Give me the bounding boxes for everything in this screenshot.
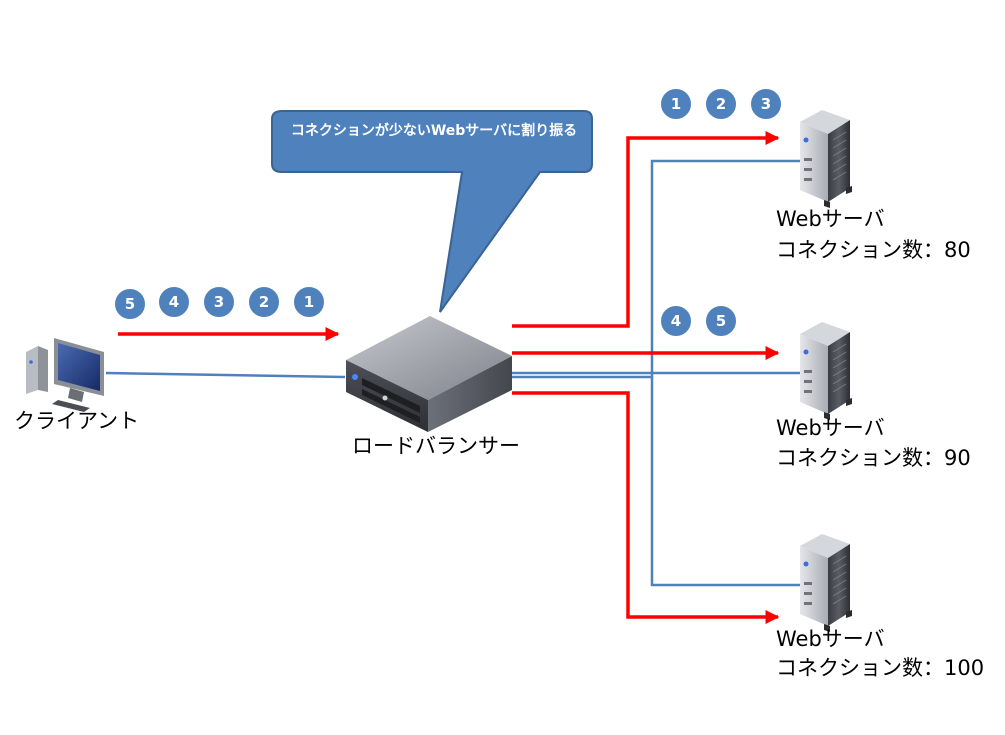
request-badge bbox=[659, 304, 693, 338]
request-badge-label: 2 bbox=[259, 293, 269, 311]
web-server-3-icon bbox=[799, 533, 853, 633]
request-badge bbox=[292, 285, 326, 319]
request-badge-label: 1 bbox=[304, 293, 314, 311]
client-pc-icon bbox=[26, 338, 104, 412]
request-badge-label: 2 bbox=[716, 95, 726, 113]
web-server-2-name: Webサーバ bbox=[776, 416, 885, 440]
network-links bbox=[105, 159, 800, 587]
load-balancer-icon bbox=[346, 316, 512, 432]
request-badge-label: 1 bbox=[671, 95, 681, 113]
request-badge-label: 4 bbox=[169, 293, 179, 311]
request-badge-label: 4 bbox=[671, 312, 681, 330]
request-arrow-server-1 bbox=[512, 131, 780, 328]
request-badge bbox=[704, 87, 738, 121]
request-badge bbox=[157, 285, 191, 319]
request-arrow-server-3 bbox=[512, 391, 780, 624]
web-server-1-name: Webサーバ bbox=[776, 207, 885, 231]
web-server-3-name: Webサーバ bbox=[776, 627, 885, 651]
server-1-request-badges: 1 2 3 bbox=[659, 87, 783, 121]
web-server-1-icon bbox=[799, 109, 853, 209]
request-badge bbox=[704, 304, 738, 338]
request-badge-label: 5 bbox=[125, 295, 135, 313]
callout-text: コネクションが少ないWebサーバに割り振る bbox=[290, 123, 578, 139]
client-to-lb-link bbox=[105, 371, 346, 379]
web-server-2-connections: コネクション数：90 bbox=[776, 446, 971, 470]
web-server-1-connections: コネクション数：80 bbox=[776, 238, 971, 262]
request-badge bbox=[247, 285, 281, 319]
request-badge-label: 5 bbox=[716, 312, 726, 330]
request-badge bbox=[113, 287, 147, 321]
load-balancer-label: ロードバランサー bbox=[352, 434, 520, 458]
server-2-request-badges: 4 5 bbox=[659, 304, 738, 338]
lb-to-server-3-link bbox=[650, 377, 800, 587]
request-arrows bbox=[118, 131, 780, 624]
client-request-badges: 5 4 3 2 1 bbox=[113, 285, 326, 321]
request-badge bbox=[749, 87, 783, 121]
request-badge-label: 3 bbox=[214, 293, 224, 311]
request-badge bbox=[202, 285, 236, 319]
web-server-3-connections: コネクション数：100 bbox=[776, 656, 985, 680]
request-badge-label: 3 bbox=[761, 95, 771, 113]
web-server-2-icon bbox=[799, 321, 853, 421]
lb-to-server-1-link bbox=[512, 159, 800, 379]
callout-bubble bbox=[271, 110, 593, 313]
request-badge bbox=[659, 87, 693, 121]
client-label: クライアント bbox=[14, 409, 140, 433]
